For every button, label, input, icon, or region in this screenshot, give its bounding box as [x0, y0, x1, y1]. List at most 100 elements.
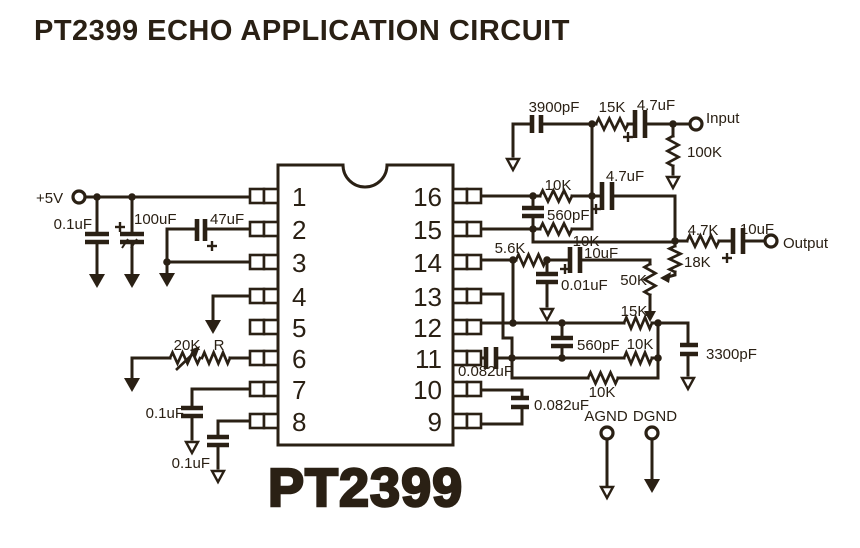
junction-dot	[93, 193, 101, 201]
resistor-symbol	[200, 349, 232, 367]
label-supply: +5V	[36, 190, 63, 207]
resistor-symbol	[586, 369, 620, 387]
wire	[611, 194, 677, 243]
junction-dot	[671, 237, 679, 245]
pin-pad	[248, 349, 266, 367]
label-bypass-cap: 0.1uF	[54, 216, 92, 233]
ground-arrow	[644, 479, 660, 493]
pin-pad	[248, 318, 266, 336]
pin-pad	[451, 253, 469, 271]
pot-arrow	[644, 311, 656, 322]
pin-number-3: 3	[292, 248, 306, 278]
pin-number-14: 14	[413, 248, 442, 278]
pin-pad	[262, 349, 280, 367]
wire	[216, 419, 252, 439]
resistor-symbol	[622, 349, 654, 367]
wire	[650, 321, 690, 347]
junction-dot	[588, 120, 596, 128]
pot-wiper-arrow	[190, 346, 200, 357]
junction-dot	[558, 319, 566, 327]
label-lpf-series-res: 5.6K	[495, 240, 526, 257]
junction-dot	[558, 354, 566, 362]
label-mix-fb-res: 18K	[684, 254, 711, 271]
label-lpf2-cap: 0.082uF	[534, 397, 589, 414]
pin-number-10: 10	[413, 375, 442, 405]
capacitor-hatch	[121, 238, 129, 249]
label-fb-res-bottom: 10K	[573, 233, 600, 250]
resistor-symbol	[538, 187, 574, 205]
label-bulk-cap: 100uF	[134, 211, 177, 228]
pin-pad	[262, 253, 280, 271]
label-loop-res-15k: 15K	[621, 303, 648, 320]
pin-pad	[248, 412, 266, 430]
pin-number-12: 12	[413, 313, 442, 343]
pin-pad	[465, 412, 483, 430]
junction-dot	[529, 192, 537, 200]
pin-pad	[262, 318, 280, 336]
wire	[479, 405, 524, 426]
pin-number-15: 15	[413, 215, 442, 245]
wire	[190, 387, 252, 410]
label-vco-pot: 20K	[174, 337, 201, 354]
label-loop-cap-560: 560pF	[577, 337, 620, 354]
pin-number-2: 2	[292, 215, 306, 245]
label-loop-res-10k-b: 10K	[589, 384, 616, 401]
label-wet-coupling-cap: 4.7uF	[606, 168, 644, 185]
ground-arrow	[679, 376, 697, 392]
label-loop-cap-3300: 3300pF	[706, 346, 757, 363]
label-out-coupling-cap: 10uF	[740, 221, 774, 238]
pin-number-11: 11	[415, 344, 442, 374]
wire	[130, 356, 172, 380]
pin-pad	[451, 412, 469, 430]
wire	[531, 227, 677, 244]
pot-wiper-arrow	[660, 272, 671, 283]
schematic-artwork	[71, 110, 779, 501]
ground-arrow	[159, 273, 175, 287]
supply-terminal	[71, 189, 87, 205]
ground-arrow	[538, 307, 556, 323]
junction-dot	[508, 354, 516, 362]
label-vco-res: R	[214, 337, 225, 354]
pin-pad	[248, 220, 266, 238]
pin-number-16: 16	[413, 182, 442, 212]
ground-arrow	[124, 378, 140, 392]
pin-pad	[248, 380, 266, 398]
junction-dot	[163, 258, 171, 266]
resistor-symbol	[664, 134, 682, 168]
label-ref-cap: 47uF	[210, 211, 244, 228]
pin-pad	[465, 349, 483, 367]
ground-arrow	[89, 274, 105, 288]
pin-pad	[262, 412, 280, 430]
wire	[165, 227, 198, 265]
label-pin7-cap: 0.1uF	[146, 405, 184, 422]
ic-name-label: PT2399	[268, 458, 463, 518]
resistor-symbol	[641, 262, 659, 297]
pin-number-8: 8	[292, 407, 306, 437]
wire	[211, 294, 252, 322]
pin-number-1: 1	[292, 182, 306, 212]
junction-dot	[654, 319, 662, 327]
resistor-symbol	[622, 314, 654, 332]
resistor-symbol	[168, 349, 202, 367]
pin-pad	[451, 187, 469, 205]
pin-pad	[465, 287, 483, 305]
resistor-symbol	[685, 232, 721, 250]
resistor-symbol	[594, 115, 630, 133]
pin-pad	[465, 380, 483, 398]
label-dgnd: DGND	[633, 408, 677, 425]
label-lpf-coupling-cap: 10uF	[584, 245, 618, 262]
label-agnd: AGND	[584, 408, 628, 425]
label-lpf1-cap: 0.082uF	[458, 363, 513, 380]
label-input-coupling-cap: 4.7uF	[637, 97, 675, 114]
label-lpf-cap: 0.01uF	[561, 277, 608, 294]
wire	[511, 122, 533, 158]
label-output-terminal: Output	[783, 235, 829, 252]
label-out-mix-res: 4.7K	[688, 222, 719, 239]
junction-dot	[529, 225, 537, 233]
pin-number-7: 7	[292, 375, 306, 405]
pin-pad	[451, 287, 469, 305]
label-pin8-cap: 0.1uF	[172, 455, 210, 472]
ground-arrow	[183, 440, 201, 456]
wire	[479, 388, 524, 400]
